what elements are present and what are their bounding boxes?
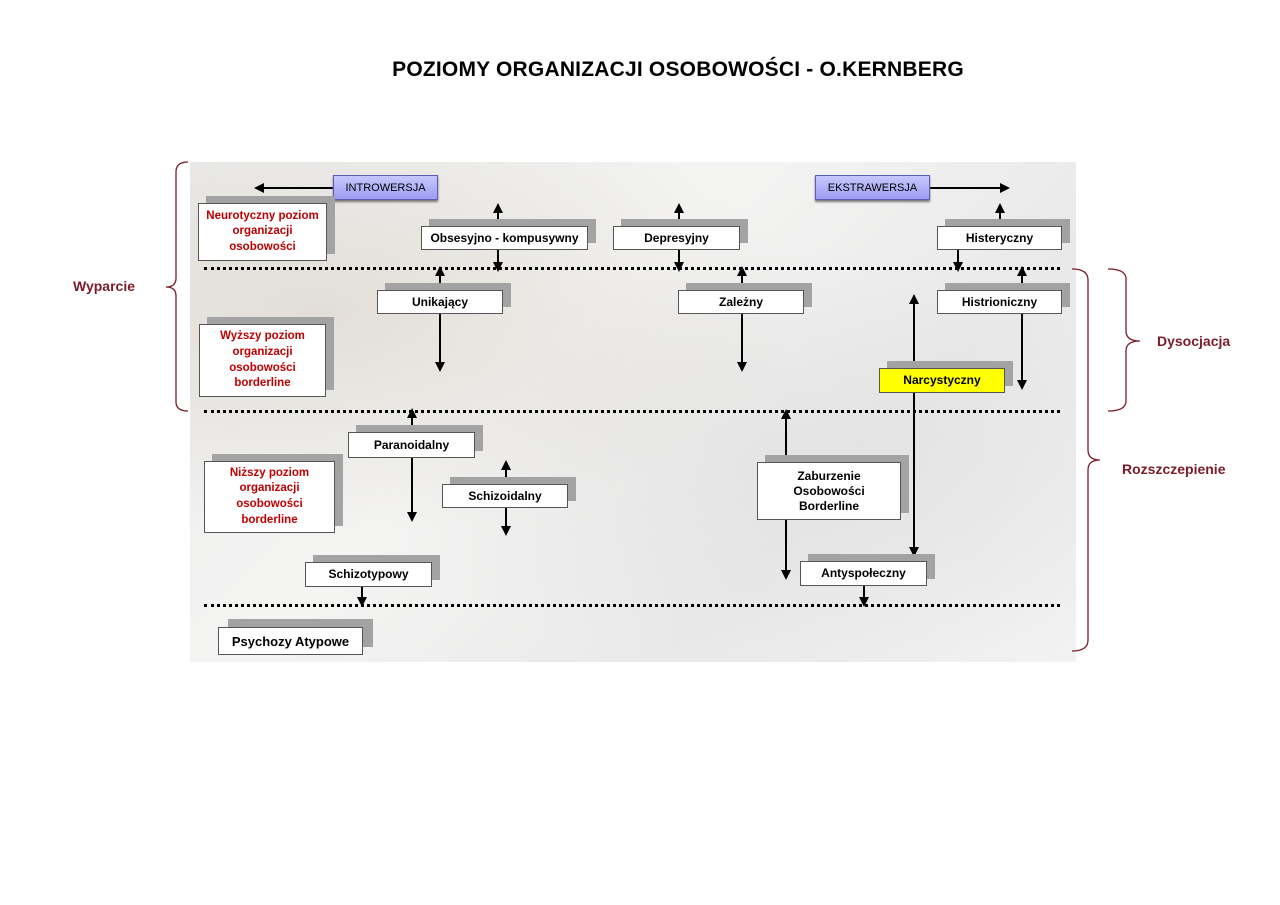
type-borderline: Zaburzenie Osobowości Borderline (757, 462, 901, 520)
level-higher-borderline: Wyższy poziom organizacji osobowości bor… (199, 324, 326, 397)
defense-repression: Wyparcie (73, 278, 135, 294)
defense-splitting: Rozszczepienie (1122, 461, 1226, 477)
page-title: POZIOMY ORGANIZACJI OSOBOWOŚCI - O.KERNB… (392, 58, 964, 81)
type-obsessive-compulsive: Obsesyjno - kompusywny (421, 226, 588, 250)
type-schizotypal: Schizotypowy (305, 562, 432, 587)
brace-repression (165, 161, 189, 412)
introversion-box: INTROWERSJA (333, 175, 438, 200)
brace-dissociation (1107, 268, 1141, 412)
defense-dissociation: Dysocjacja (1157, 333, 1231, 349)
type-dependent: Zależny (678, 290, 804, 314)
brace-splitting (1071, 268, 1101, 652)
type-antisocial: Antyspołeczny (800, 561, 927, 586)
type-paranoid: Paranoidalny (348, 432, 475, 458)
type-depressive: Depresyjny (613, 226, 740, 250)
type-avoidant: Unikający (377, 290, 503, 314)
type-narcissistic: Narcystyczny (879, 368, 1005, 393)
level-divider-psychotic (204, 604, 1060, 607)
type-schizoid: Schizoidalny (442, 484, 568, 508)
extraversion-box: EKSTRAWERSJA (815, 175, 930, 200)
atypical-psychoses: Psychozy Atypowe (218, 627, 363, 655)
type-histrionic: Histrioniczny (937, 290, 1062, 314)
level-neurotic: Neurotyczny poziom organizacji osobowośc… (198, 203, 327, 261)
type-hysteric: Histeryczny (937, 226, 1062, 250)
level-lower-borderline: Niższy poziom organizacji osobowości bor… (204, 461, 335, 533)
level-divider-neurotic (204, 267, 1060, 270)
level-divider-borderline (204, 410, 1060, 413)
